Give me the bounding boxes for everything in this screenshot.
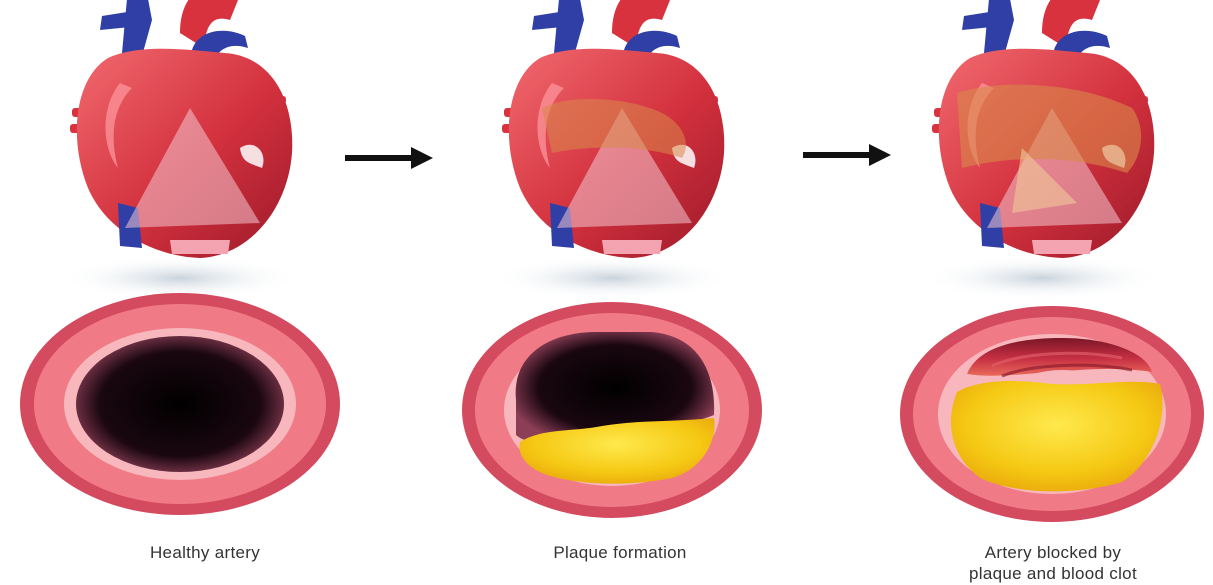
heart-illustration-plaque [492, 0, 732, 300]
caption-artery-blocked: Artery blocked by plaque and blood clot [903, 542, 1203, 584]
heart-illustration-healthy [60, 0, 300, 300]
caption-line: Artery blocked by [903, 542, 1203, 563]
artery-cross-section-plaque [462, 302, 762, 518]
caption-plaque-formation: Plaque formation [470, 542, 770, 563]
heart-illustration-blocked [922, 0, 1162, 300]
artery-cross-section-blocked [900, 306, 1204, 522]
plaque-deposit [951, 381, 1162, 491]
arrow-right-icon [803, 144, 891, 166]
caption-healthy-artery: Healthy artery [55, 542, 355, 563]
arrow-right-icon [345, 147, 433, 169]
caption-line: plaque and blood clot [903, 563, 1203, 584]
lumen [76, 336, 284, 472]
artery-cross-section-healthy [20, 293, 340, 515]
caption-line: Plaque formation [470, 542, 770, 563]
caption-line: Healthy artery [55, 542, 355, 563]
